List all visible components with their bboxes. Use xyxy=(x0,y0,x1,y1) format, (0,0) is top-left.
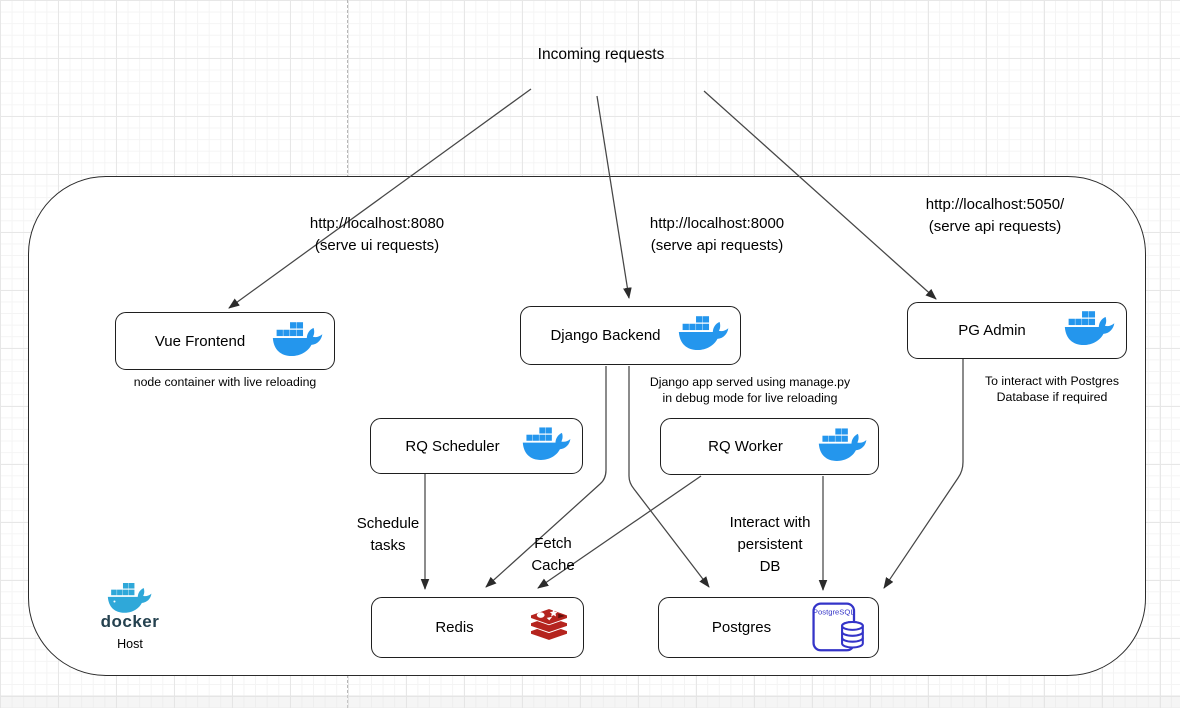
caption-django-line1: Django app served using manage.py xyxy=(649,375,851,389)
node-label-vue: Vue Frontend xyxy=(154,332,246,350)
docker-whale-icon xyxy=(522,427,572,465)
edge-label-serve-pgadmin: http://localhost:5050/ (serve api reques… xyxy=(926,194,1064,237)
serve-api-note: (serve api requests) xyxy=(650,236,784,254)
postgresql-icon-text: PostgreSQL xyxy=(813,607,855,616)
docker-wordmark: docker xyxy=(100,612,160,631)
redis-icon xyxy=(525,606,573,650)
url-8080: http://localhost:8080 xyxy=(309,215,445,232)
edge-label-schedule-tasks: Schedule tasks xyxy=(357,513,420,557)
fetch-line2: Cache xyxy=(531,557,575,574)
caption-pgadmin-line2: Database if required xyxy=(996,390,1108,404)
edge-label-serve-ui: http://localhost:8080 (serve ui requests… xyxy=(310,213,444,256)
node-rq-worker: RQ Worker xyxy=(660,418,879,475)
schedule-line2: tasks xyxy=(370,537,406,554)
edge-label-serve-api: http://localhost:8000 (serve api request… xyxy=(650,213,784,256)
host-label: Host xyxy=(117,637,143,651)
docker-whale-icon xyxy=(678,316,730,355)
node-pg-admin: PG Admin xyxy=(907,302,1127,359)
caption-pgadmin-line1: To interact with Postgres xyxy=(985,374,1119,388)
caption-vue: node container with live reloading xyxy=(133,375,317,389)
fetch-line1: Fetch xyxy=(534,535,572,552)
postgresql-icon: PostgreSQL xyxy=(812,601,868,654)
docker-logo-icon xyxy=(103,583,157,622)
node-rq-scheduler: RQ Scheduler xyxy=(370,418,583,474)
docker-host-boundary xyxy=(28,176,1146,676)
node-label-rq-scheduler: RQ Scheduler xyxy=(405,437,500,455)
docker-whale-icon xyxy=(1064,311,1116,350)
interact-line3: DB xyxy=(759,558,781,575)
edge-label-fetch-cache: Fetch Cache xyxy=(531,533,574,577)
caption-pgadmin: To interact with Postgres Database if re… xyxy=(985,373,1119,405)
caption-django-line2: in debug mode for live reloading xyxy=(662,391,838,405)
node-label-django: Django Backend xyxy=(550,327,661,344)
node-label-pgadmin: PG Admin xyxy=(958,322,1026,339)
caption-django: Django app served using manage.py in deb… xyxy=(650,374,850,406)
url-8000: http://localhost:8000 xyxy=(649,215,785,232)
offpage-band xyxy=(0,695,1180,708)
docker-whale-icon xyxy=(818,428,868,466)
incoming-requests-label: Incoming requests xyxy=(537,46,665,63)
docker-whale-icon xyxy=(272,322,324,361)
serve-pg-note: (serve api requests) xyxy=(928,217,1062,235)
node-label-rq-worker: RQ Worker xyxy=(708,438,783,455)
node-redis: Redis xyxy=(371,597,584,658)
node-label-postgres: Postgres xyxy=(711,619,772,636)
interact-line1: Interact with xyxy=(729,514,811,531)
schedule-line1: Schedule xyxy=(356,515,420,532)
url-5050: http://localhost:5050/ xyxy=(925,196,1065,213)
node-label-redis: Redis xyxy=(435,619,474,636)
node-django-backend: Django Backend xyxy=(520,306,741,365)
node-vue-frontend: Vue Frontend xyxy=(115,312,335,370)
node-postgres: Postgres PostgreSQL xyxy=(658,597,879,658)
serve-ui-note: (serve ui requests) xyxy=(314,236,440,254)
edge-label-interact-db: Interact with persistent DB xyxy=(730,512,811,578)
interact-line2: persistent xyxy=(737,536,803,553)
